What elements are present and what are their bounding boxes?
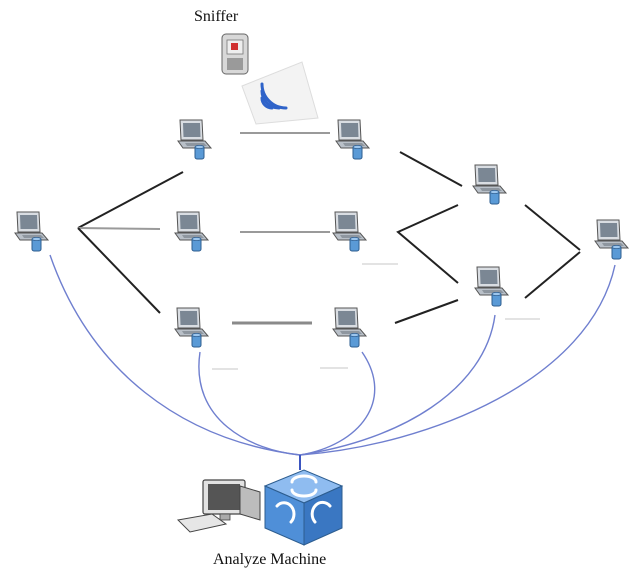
- laptop-icon-bottom-2: [332, 307, 367, 348]
- laptop-icon-top-1: [177, 119, 212, 160]
- sniffer-device-icon: [221, 33, 249, 75]
- link-left-middle: [77, 227, 161, 230]
- sniffer-label: Sniffer: [194, 8, 239, 25]
- link-bottom-to-right-lower: [394, 299, 459, 324]
- analyzer-links: [49, 254, 616, 470]
- link-left-top: [77, 171, 184, 229]
- desktop-computer-icon: [176, 479, 261, 533]
- faint-marks: [212, 263, 540, 370]
- link-middle-to-right: [396, 204, 459, 284]
- link-left-bottom: [77, 227, 161, 314]
- laptop-icon-middle-2: [332, 211, 367, 252]
- wireless-signal-icon: [241, 61, 319, 125]
- network-links: [77, 132, 581, 325]
- laptop-icon-right-upper: [472, 164, 507, 205]
- laptop-icon-left: [14, 211, 49, 252]
- link-right-upper-to-far: [524, 204, 581, 251]
- analyzer-cube-icon: [263, 469, 344, 546]
- laptop-icon-right-lower: [474, 266, 509, 307]
- laptop-icon-top-2: [335, 119, 370, 160]
- laptop-icon-middle-1: [174, 211, 209, 252]
- laptop-icon-far-right: [594, 219, 629, 260]
- link-right-lower-to-far: [524, 251, 581, 299]
- laptop-icon-bottom-1: [174, 307, 209, 348]
- link-top-to-right-upper: [399, 151, 463, 187]
- analyze-machine-label: Analyze Machine: [213, 551, 327, 568]
